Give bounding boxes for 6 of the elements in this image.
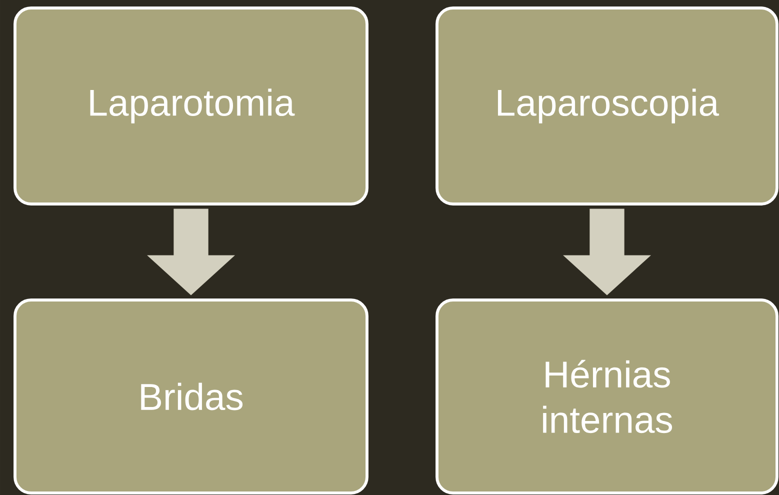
- process-box: Bridas: [14, 298, 368, 494]
- process-box: Laparotomia: [14, 6, 368, 206]
- process-box: Laparoscopia: [436, 6, 778, 206]
- block-arrow: [563, 208, 651, 296]
- process-box: Hérnias internas: [436, 298, 778, 494]
- block-arrow: [147, 208, 235, 296]
